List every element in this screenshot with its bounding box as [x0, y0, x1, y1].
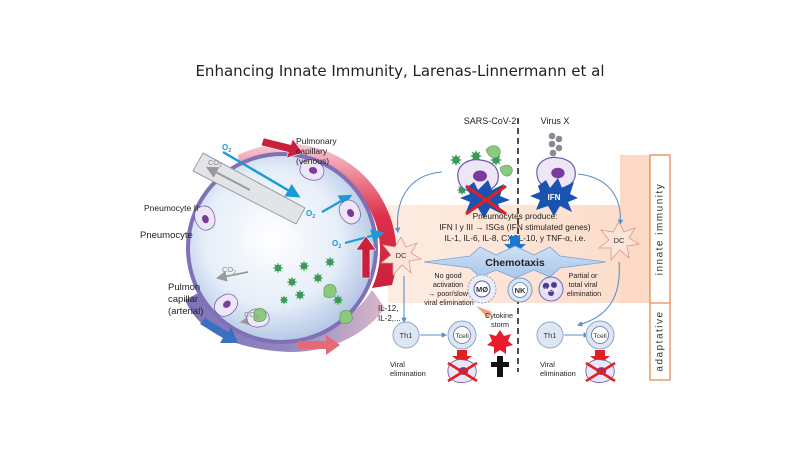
ifn-burst-icon: IFN: [530, 178, 578, 216]
innate-immunity-label: innate immunity: [655, 183, 666, 276]
svg-text:Pneumocytes produce:: Pneumocytes produce:: [473, 211, 558, 221]
svg-text:Th1: Th1: [400, 331, 413, 340]
nk-cell: NK: [507, 277, 533, 303]
chemotaxis-burst: Chemotaxis: [423, 245, 607, 279]
virus-x-cell: [536, 132, 576, 190]
svg-text:Cytokine storm: Cytokine storm: [485, 311, 515, 329]
slide-title: Enhancing Innate Immunity, Larenas-Linne…: [195, 62, 605, 80]
svg-text:IFN I y III → ISGs (IFN stimul: IFN I y III → ISGs (IFN stimulated genes…: [439, 222, 590, 232]
alveolus-panel: Pulmonary capillary (venous) Pneumocyte …: [140, 136, 397, 355]
svg-text:DC: DC: [614, 236, 625, 245]
tcell-left: Tcell: [447, 320, 477, 350]
svg-text:Tcell: Tcell: [593, 333, 607, 340]
cytokines-label: IL-12, IL-2,...: [378, 304, 401, 323]
svg-text:Tcell: Tcell: [455, 333, 469, 340]
pulmonary-capillary-arterial-label: Pulmon capillar (arterial): [168, 282, 203, 317]
o2-label-top: O2: [222, 143, 231, 154]
viral-elimination-left: Viral elimination: [390, 360, 426, 378]
sars-infected-cell: [450, 145, 513, 200]
th1-cell-left: Th1: [392, 321, 420, 349]
dc-cell-left: DC: [379, 236, 423, 277]
side-labels: innate immunity adaptative: [649, 154, 671, 381]
adaptive-label: adaptative: [655, 310, 666, 371]
svg-text:MØ: MØ: [476, 285, 488, 294]
o2-label-mid: O2: [306, 209, 315, 220]
neutrophil-cell: NEU: [538, 276, 564, 302]
cytokine-storm: Cytokine storm: [476, 306, 515, 377]
killed-cell-right: [585, 359, 616, 383]
tcell-right: Tcell: [585, 320, 615, 350]
th1-cell-right: Th1: [536, 321, 564, 349]
pneumocyte-ii-label: Pneumocyte II: [144, 203, 198, 213]
co2-label-mid: CO2: [222, 265, 236, 276]
sars-cov-2-heading: SARS-CoV-2: [464, 116, 517, 126]
ifn-badge: IFN: [548, 193, 561, 202]
svg-text:NK: NK: [515, 286, 526, 295]
partial-elimination-text: Partial or total viral elimination: [567, 271, 601, 298]
chemotaxis-label: Chemotaxis: [485, 257, 545, 269]
svg-text:NEU: NEU: [545, 288, 558, 294]
o2-label-right: O2: [332, 239, 341, 250]
killed-cell-left: [447, 359, 478, 383]
macrophage-cell: MØ: [467, 274, 497, 304]
viral-elimination-right: Viral elimination: [540, 360, 576, 378]
dc-cell-right: DC: [597, 221, 641, 262]
pulmonary-capillary-venous-label: Pulmonary capillary (venous): [296, 136, 339, 166]
no-good-activation-text: No good activation → poor/slow viral eli…: [424, 271, 474, 307]
svg-text:DC: DC: [396, 251, 407, 260]
blocked-ifn-icon: [460, 180, 510, 218]
co2-label-top: CO2: [208, 158, 222, 169]
svg-text:Th1: Th1: [544, 331, 557, 340]
co2-label-low: CO2: [244, 310, 258, 321]
venous-capillary: [238, 143, 397, 288]
virus-x-heading: Virus X: [541, 116, 570, 126]
pneumocyte-label: Pneumocyte: [140, 230, 193, 241]
